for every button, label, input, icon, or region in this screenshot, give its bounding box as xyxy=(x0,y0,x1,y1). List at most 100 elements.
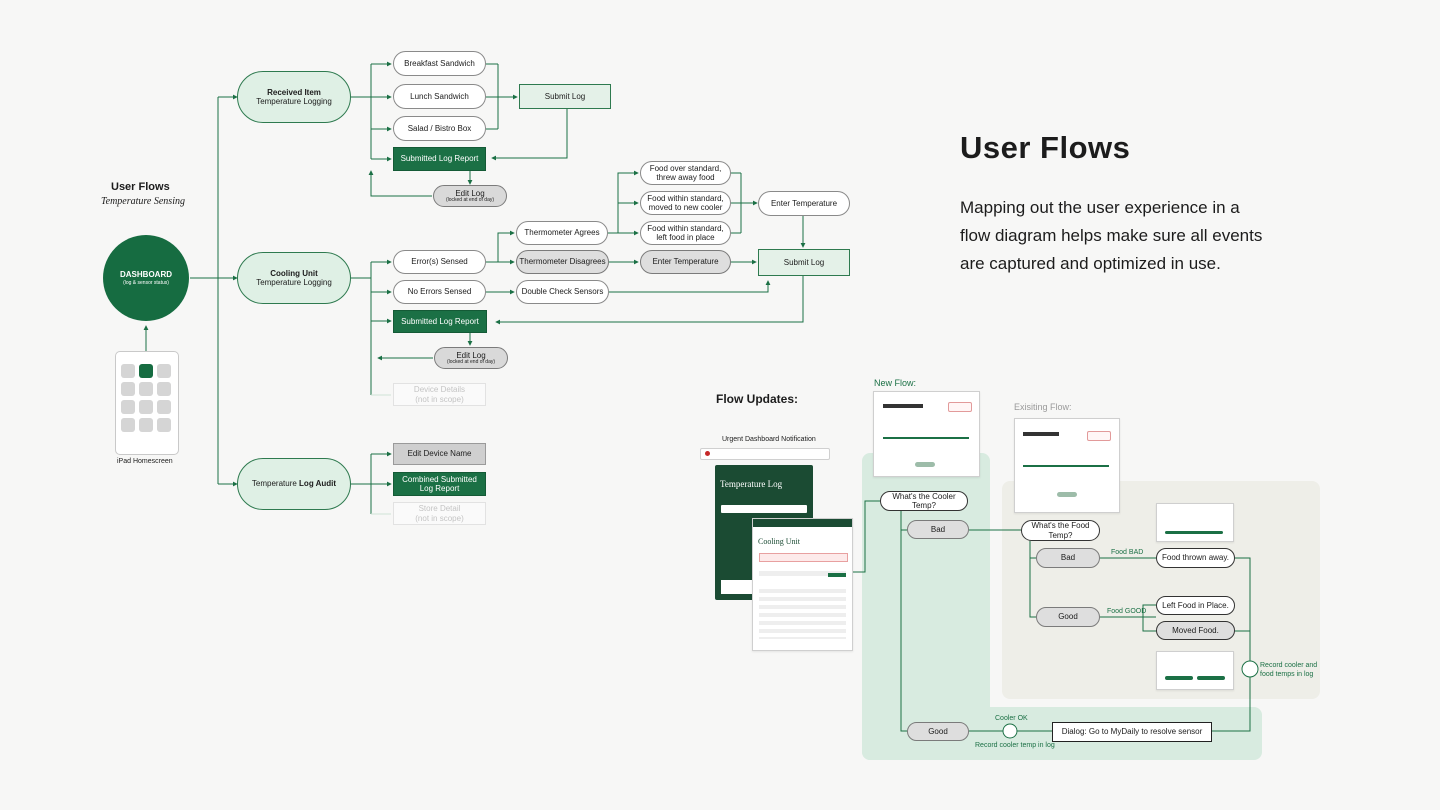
app-grid xyxy=(121,364,171,432)
cooling-submitted-report[interactable]: Submitted Log Report xyxy=(393,310,487,333)
cooling-edit-log-label: Edit Log xyxy=(456,350,486,360)
food-bad-label: Food BAD xyxy=(1111,549,1144,556)
food-over-line2: threw away food xyxy=(656,173,715,182)
progress xyxy=(1023,465,1109,467)
enter-temperature-top[interactable]: Enter Temperature xyxy=(758,191,850,216)
existing-flow-label: Exisiting Flow: xyxy=(1014,402,1072,412)
cooling-submit-log[interactable]: Submit Log xyxy=(758,249,850,276)
flow-updates-title: Flow Updates: xyxy=(716,392,799,406)
food-within-left-line1: Food within standard, xyxy=(647,223,724,233)
app-icon xyxy=(139,418,153,432)
app-icon xyxy=(121,418,135,432)
option-salad[interactable]: Salad / Bistro Box xyxy=(393,116,486,141)
log-audit-node[interactable]: Temperature Log Audit xyxy=(237,458,351,510)
device-details-label: Device Details xyxy=(413,385,466,395)
cooling-edit-log-note: (locked at end of day) xyxy=(446,358,496,365)
app-icon xyxy=(139,382,153,396)
store-detail: Store Detail (not in scope) xyxy=(393,502,486,525)
desc-line-1: Mapping out the user experience in a xyxy=(960,198,1240,217)
moved-food[interactable]: Moved Food. xyxy=(1156,621,1235,640)
mini-button[interactable] xyxy=(1197,676,1225,680)
cooler-temp-question[interactable]: What's the Cooler Temp? xyxy=(880,491,968,511)
alert-chip xyxy=(948,402,972,412)
received-edit-log[interactable]: Edit Log (locked at end of day) xyxy=(433,185,507,207)
food-within-moved-line1: Food within standard, xyxy=(647,193,724,203)
left-subtitle: Temperature Sensing xyxy=(101,196,185,207)
mini-button[interactable] xyxy=(1165,676,1193,680)
app-icon xyxy=(121,382,135,396)
desc-line-2: flow diagram helps make sure all events xyxy=(960,226,1263,245)
record-food-line2: food temps in log xyxy=(1260,671,1314,678)
received-submitted-report[interactable]: Submitted Log Report xyxy=(393,147,486,171)
mydaily-dialog[interactable]: Dialog: Go to MyDaily to resolve sensor xyxy=(1052,722,1212,742)
food-over-line1: Food over standard, xyxy=(649,163,722,173)
combined-line2: Log Report xyxy=(419,484,460,493)
app-icon xyxy=(121,364,135,378)
dialog-title xyxy=(1023,432,1059,436)
edit-log-note: (locked at end of day) xyxy=(445,196,495,203)
alert-icon xyxy=(705,451,710,456)
combined-report[interactable]: Combined Submitted Log Report xyxy=(393,472,486,496)
cooling-unit-node[interactable]: Cooling Unit Temperature Logging xyxy=(237,252,351,304)
dialog-button[interactable] xyxy=(915,462,935,467)
cooling-edit-log[interactable]: Edit Log (locked at end of day) xyxy=(434,347,508,369)
alert-chip xyxy=(1087,431,1111,441)
dashboard-node[interactable]: DASHBOARD (log & sensor status) xyxy=(103,235,189,321)
urgent-notification-bar xyxy=(700,448,830,460)
mini-button[interactable] xyxy=(1165,531,1223,534)
record-cooler-label: Record cooler temp in log xyxy=(975,742,1055,749)
page-description: Mapping out the user experience in a flo… xyxy=(960,194,1262,278)
food-within-left-line2: left food in place xyxy=(656,233,715,242)
received-item-node[interactable]: Received Item Temperature Logging xyxy=(237,71,351,123)
existing-flow-dialog xyxy=(1014,418,1120,513)
record-food-label: Record cooler and food temps in log xyxy=(1260,661,1317,679)
action-button[interactable] xyxy=(828,573,846,577)
option-lunch[interactable]: Lunch Sandwich xyxy=(393,84,486,109)
cooling-title: Cooling Unit xyxy=(270,268,318,278)
record-food-line1: Record cooler and xyxy=(1260,662,1318,669)
progress xyxy=(883,437,969,439)
error-banner xyxy=(759,553,848,562)
alert-row xyxy=(721,505,807,513)
desc-line-3: are captured and optimized in use. xyxy=(960,254,1221,273)
mini-dialog-1 xyxy=(1156,503,1234,542)
food-within-left[interactable]: Food within standard, left food in place xyxy=(640,221,731,245)
food-within-moved[interactable]: Food within standard, moved to new coole… xyxy=(640,191,731,215)
cooler-bad[interactable]: Bad xyxy=(907,520,969,539)
new-flow-label: New Flow: xyxy=(874,378,917,388)
app-icon xyxy=(157,418,171,432)
food-thrown-away[interactable]: Food thrown away. xyxy=(1156,548,1235,568)
app-icon xyxy=(121,400,135,414)
dashboard-title: DASHBOARD xyxy=(120,269,172,279)
no-errors-sensed[interactable]: No Errors Sensed xyxy=(393,280,486,304)
ipad-label: iPad Homescreen xyxy=(117,458,173,465)
dialog-title xyxy=(883,404,923,408)
mini-dialog-2 xyxy=(1156,651,1234,690)
audit-title-bold: Log Audit xyxy=(299,479,337,489)
enter-temperature-mid[interactable]: Enter Temperature xyxy=(640,250,731,274)
cooler-ok-label: Cooler OK xyxy=(995,715,1028,722)
ipad-homescreen[interactable] xyxy=(115,351,179,455)
thermometer-disagrees[interactable]: Thermometer Disagrees xyxy=(516,250,609,274)
page-heading: User Flows xyxy=(960,130,1131,165)
list-rows xyxy=(759,589,846,639)
received-submit-log[interactable]: Submit Log xyxy=(519,84,611,109)
cooler-good[interactable]: Good xyxy=(907,722,969,741)
dialog-button[interactable] xyxy=(1057,492,1077,497)
option-breakfast[interactable]: Breakfast Sandwich xyxy=(393,51,486,76)
food-temp-question[interactable]: What's the Food Temp? xyxy=(1021,520,1100,541)
food-bad[interactable]: Bad xyxy=(1036,548,1100,568)
dashboard-sub: (log & sensor status) xyxy=(123,279,169,286)
double-check-sensors[interactable]: Double Check Sensors xyxy=(516,280,609,304)
food-good[interactable]: Good xyxy=(1036,607,1100,627)
temperature-app-icon[interactable] xyxy=(139,364,153,378)
app-icon xyxy=(157,382,171,396)
food-over-standard[interactable]: Food over standard, threw away food xyxy=(640,161,731,185)
errors-sensed[interactable]: Error(s) Sensed xyxy=(393,250,486,274)
thermometer-agrees[interactable]: Thermometer Agrees xyxy=(516,221,608,245)
app-icon xyxy=(157,400,171,414)
left-food-in-place[interactable]: Left Food in Place. xyxy=(1156,596,1235,615)
edit-device-name[interactable]: Edit Device Name xyxy=(393,443,486,465)
